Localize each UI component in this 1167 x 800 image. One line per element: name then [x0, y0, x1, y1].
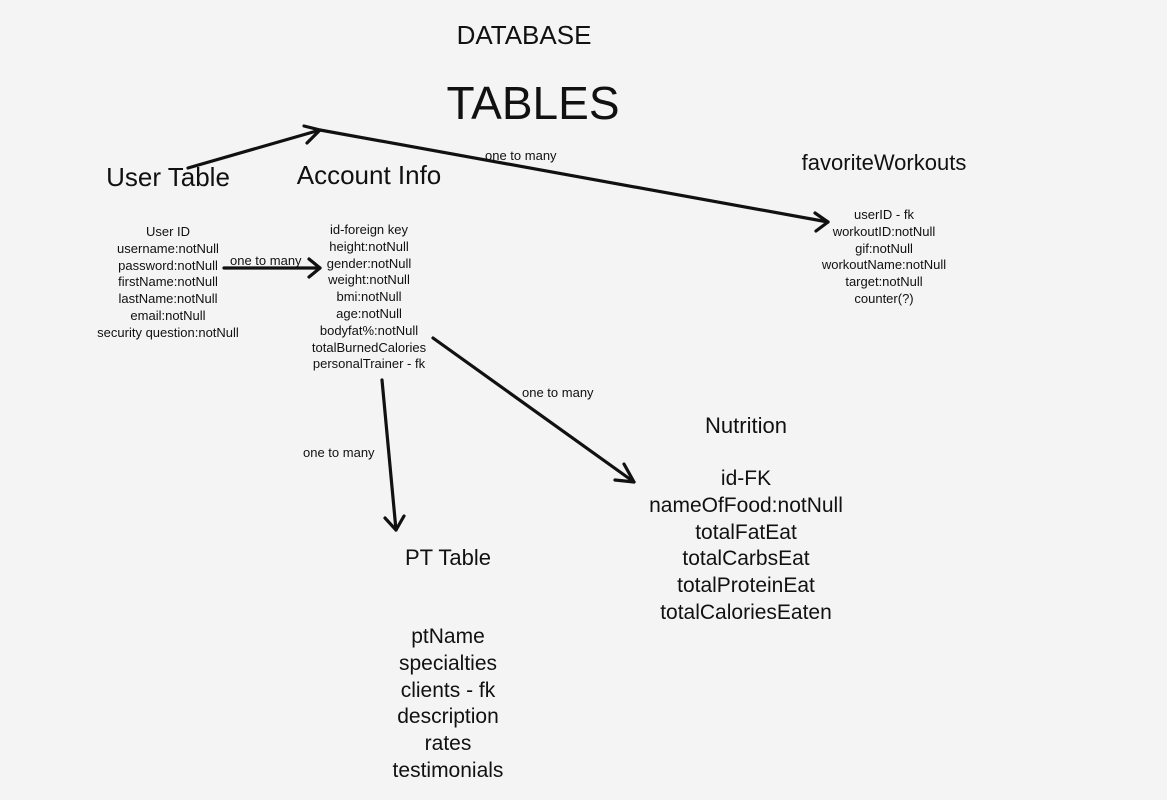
account-field: totalBurnedCalories [311, 339, 427, 355]
account-field: id-foreign key [329, 222, 409, 237]
nutrition-field: totalCaloriesEaten [660, 600, 832, 624]
user-field: firstName:notNull [118, 274, 218, 290]
arrow-account-to-favorites [318, 128, 830, 233]
nutrition-table-title: Nutrition [705, 413, 787, 438]
relation-label-account-nutrition: one to many [522, 385, 594, 400]
pt-field: description [397, 705, 499, 729]
favorites-field: workoutID:notNull [832, 223, 936, 239]
nutrition-field: totalCarbsEat [682, 547, 810, 571]
user-field: email:notNull [130, 307, 206, 323]
user-table-title: User Table [106, 162, 230, 192]
nutrition-field: id-FK [720, 467, 772, 490]
user-field: security question:notNull [97, 324, 239, 340]
nutrition-table-fields: id-FK nameOfFood:notNull totalFatEat tot… [649, 466, 843, 627]
pt-field: ptName [411, 625, 485, 648]
account-field: personalTrainer - fk [312, 356, 426, 372]
account-field: height:notNull [329, 238, 409, 254]
pt-field: rates [424, 732, 472, 756]
account-field: age:notNull [336, 305, 402, 321]
account-field: bodyfat%:notNull [319, 322, 419, 338]
relation-label-account-favorites: one to many [485, 148, 557, 163]
nutrition-field: totalFatEat [695, 520, 797, 544]
user-field: password:notNull [118, 257, 218, 273]
arrow-account-to-pt [380, 378, 406, 532]
user-field: lastName:notNull [118, 291, 218, 307]
account-field: gender:notNull [326, 255, 412, 271]
account-table-title: Account Info [296, 160, 442, 190]
relation-label-account-pt: one to many [303, 445, 375, 460]
pt-table-fields: ptName specialties clients - fk descript… [393, 624, 504, 785]
account-table-fields: id-foreign key height:notNull gender:not… [312, 222, 426, 373]
arrow-user-to-account [222, 257, 322, 279]
relation-label-user-account: one to many [230, 253, 302, 268]
user-field: username:notNull [117, 240, 219, 256]
diagram-title: DATABASE [456, 20, 592, 50]
arrow-account-to-nutrition [431, 336, 636, 484]
user-field: User ID [145, 224, 191, 239]
favorites-table-title: favoriteWorkouts [801, 150, 967, 175]
favorites-field: target:notNull [845, 274, 923, 290]
user-table-fields: User ID username:notNull password:notNul… [97, 224, 239, 342]
favorites-field: userID - fk [854, 207, 914, 222]
pt-field: testimonials [392, 758, 504, 782]
favorites-field: gif:notNull [855, 240, 913, 256]
favorites-field: counter(?) [854, 290, 914, 306]
pt-field: clients - fk [400, 678, 496, 702]
nutrition-field: nameOfFood:notNull [649, 493, 843, 517]
account-field: bmi:notNull [336, 289, 402, 305]
account-field: weight:notNull [328, 272, 410, 288]
favorites-table-fields: userID - fk workoutID:notNull gif:notNul… [822, 207, 946, 308]
favorites-field: workoutName:notNull [821, 257, 947, 273]
nutrition-field: totalProteinEat [677, 574, 815, 598]
arrow-user-to-account-top [186, 124, 322, 170]
pt-field: specialties [398, 651, 498, 675]
pt-table-title: PT Table [404, 545, 492, 570]
diagram-subtitle: TABLES [446, 77, 620, 129]
